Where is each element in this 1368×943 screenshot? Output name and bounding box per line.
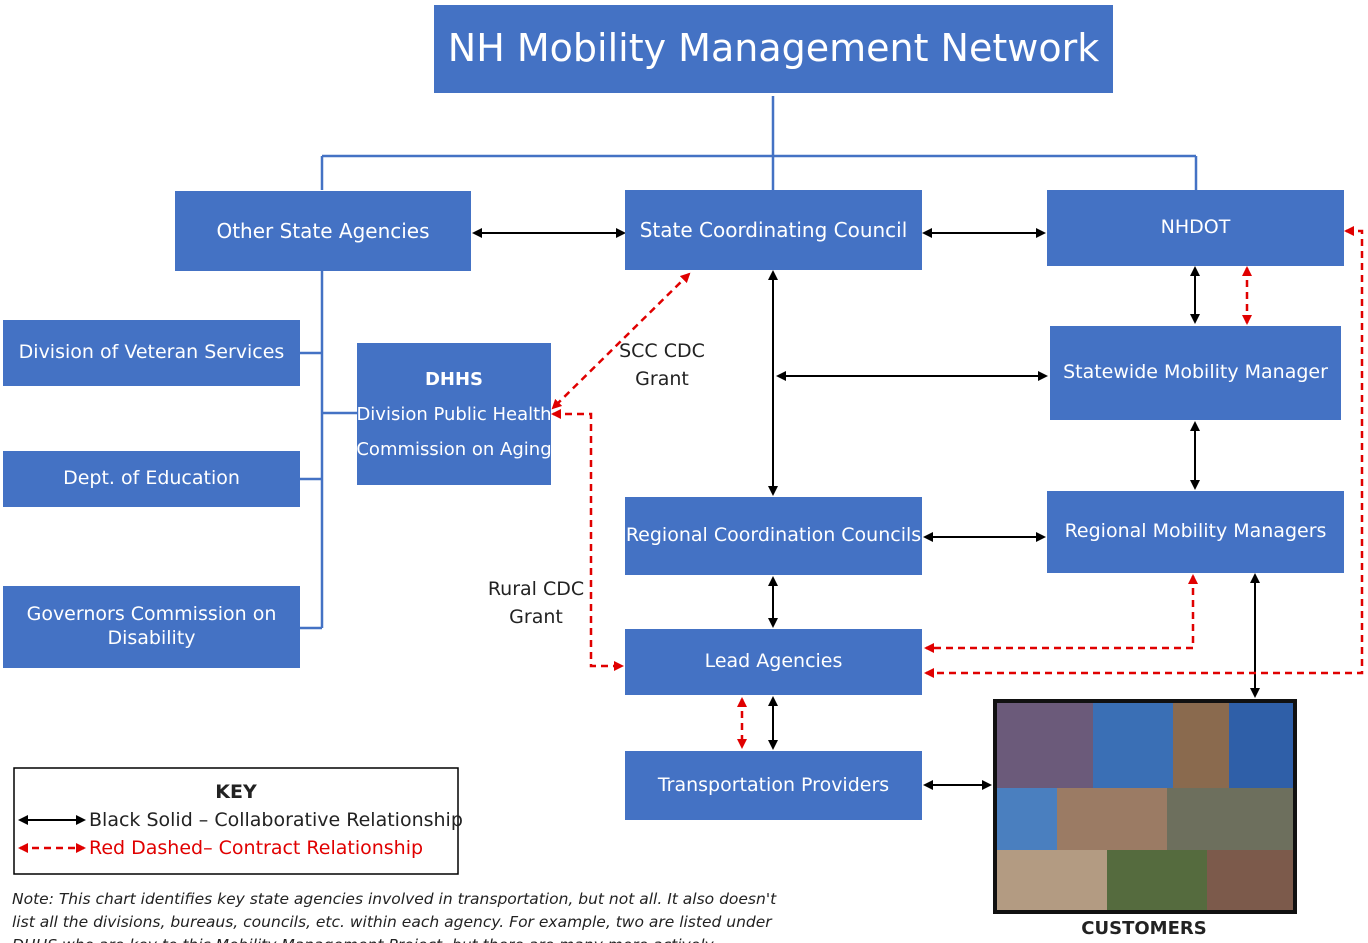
node-label: Lead Agencies	[704, 650, 843, 673]
node-label: Statewide Mobility Manager	[1063, 361, 1328, 384]
node-statewide-mobility-manager: Statewide Mobility Manager	[1050, 326, 1341, 420]
scc-grant-line2: Grant	[635, 368, 689, 390]
rural-grant-line2: Grant	[509, 606, 563, 628]
key-legend-frame	[13, 767, 459, 875]
customers-label: CUSTOMERS	[1081, 918, 1207, 939]
node-label: Regional Mobility Managers	[1064, 520, 1327, 543]
node-transportation-providers: Transportation Providers	[625, 751, 922, 820]
node-label: State Coordinating Council	[639, 217, 908, 242]
node-state-coordinating-council: State Coordinating Council	[625, 190, 922, 270]
rural-grant-line1: Rural CDC	[487, 578, 585, 600]
rural-cdc-grant-label: Rural CDC Grant	[480, 575, 592, 631]
node-governors-commission: Governors Commission on Disability	[3, 586, 300, 668]
dhhs-division-public-health: Division Public Health	[356, 403, 552, 425]
key-title: KEY	[215, 781, 257, 803]
node-nhdot: NHDOT	[1047, 190, 1344, 266]
key-dashed-label: Red Dashed– Contract Relationship	[89, 837, 424, 859]
scc-cdc-grant-label: SCC CDC Grant	[612, 337, 712, 393]
node-label: Dept. of Education	[63, 467, 240, 490]
page-title: NH Mobility Management Network	[447, 26, 1100, 71]
scc-grant-line1: SCC CDC	[619, 340, 705, 362]
node-regional-coordination-councils: Regional Coordination Councils	[625, 497, 922, 575]
node-label: Division of Veteran Services	[18, 341, 285, 364]
node-division-veteran-services: Division of Veteran Services	[3, 320, 300, 386]
node-label: Other State Agencies	[216, 218, 430, 243]
org-tree-lines	[300, 96, 1198, 630]
note-text: Note: This chart identifies key state ag…	[12, 890, 777, 943]
contract-arrows	[551, 226, 1364, 749]
node-regional-mobility-managers: Regional Mobility Managers	[1047, 491, 1344, 573]
dhhs-title: DHHS	[424, 368, 484, 390]
node-dhhs: DHHS Division Public Health Commission o…	[356, 343, 552, 485]
node-label: NHDOT	[1160, 216, 1231, 239]
node-dept-education: Dept. of Education	[3, 451, 300, 507]
node-lead-agencies: Lead Agencies	[625, 629, 922, 695]
dhhs-commission-on-aging: Commission on Aging	[356, 438, 552, 460]
node-label: Governors Commission on Disability	[26, 603, 277, 649]
key-solid-label: Black Solid – Collaborative Relationship	[89, 809, 463, 831]
node-other-state-agencies: Other State Agencies	[175, 191, 471, 271]
node-label: Transportation Providers	[657, 773, 890, 796]
title-box: NH Mobility Management Network	[434, 5, 1113, 93]
node-label: Regional Coordination Councils	[625, 524, 922, 547]
customers-photo-collage	[993, 699, 1297, 914]
